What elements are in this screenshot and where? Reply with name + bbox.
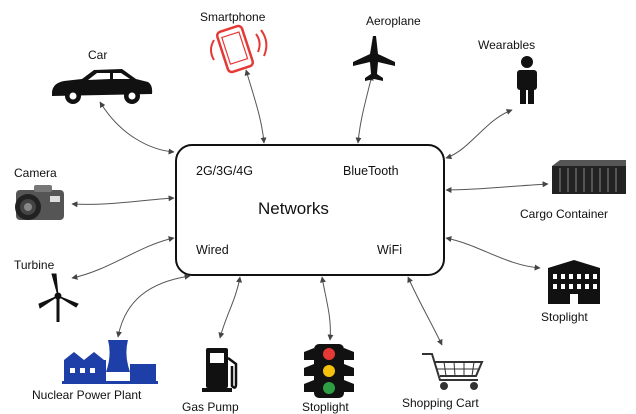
- hub-label-bluetooth: BlueTooth: [343, 164, 399, 178]
- connector-stoplight: [319, 276, 334, 341]
- label-gas-pump: Gas Pump: [182, 400, 239, 414]
- connector-cargo: [445, 181, 549, 193]
- networks-hub-box: [175, 144, 445, 276]
- building-icon: [548, 260, 600, 304]
- connector-camera: [71, 195, 175, 208]
- hub-label-wired: Wired: [196, 243, 229, 257]
- connector-nuclear: [116, 273, 191, 338]
- connector-turbine: [71, 236, 175, 280]
- connector-car: [99, 101, 175, 155]
- label-wearables: Wearables: [478, 38, 536, 52]
- camera-icon: [15, 185, 64, 220]
- car-icon: [52, 69, 153, 104]
- airplane-icon: [353, 36, 395, 81]
- label-shopping-cart: Shopping Cart: [402, 396, 479, 410]
- connector-smartphone: [244, 69, 267, 144]
- hub-label-cellular: 2G/3G/4G: [196, 164, 253, 178]
- nuclear-power-plant-icon: [62, 340, 158, 384]
- smartphone-icon: [210, 24, 268, 74]
- connector-wearables: [445, 109, 513, 160]
- label-car: Car: [88, 48, 108, 62]
- gas-pump-icon: [202, 348, 238, 392]
- label-aeroplane: Aeroplane: [366, 14, 421, 28]
- wind-turbine-icon: [38, 273, 79, 322]
- wearables-person-icon: [517, 56, 537, 104]
- shopping-cart-icon: [422, 353, 484, 390]
- connector-aeroplane: [355, 74, 374, 144]
- label-nuclear-power-plant: Nuclear Power Plant: [32, 388, 142, 402]
- cargo-container-icon: [552, 160, 626, 194]
- hub-title: Networks: [258, 199, 329, 218]
- hub-label-wifi: WiFi: [377, 243, 402, 257]
- label-turbine: Turbine: [14, 258, 55, 272]
- traffic-light-icon: [304, 344, 354, 398]
- label-smartphone: Smartphone: [200, 10, 266, 24]
- connector-gaspump: [218, 276, 243, 339]
- label-cargo-container: Cargo Container: [520, 207, 609, 221]
- label-camera: Camera: [14, 166, 57, 180]
- label-building: Stoplight: [541, 310, 588, 324]
- connector-building: [445, 236, 541, 271]
- connector-cart: [407, 276, 443, 346]
- label-stoplight: Stoplight: [302, 400, 349, 414]
